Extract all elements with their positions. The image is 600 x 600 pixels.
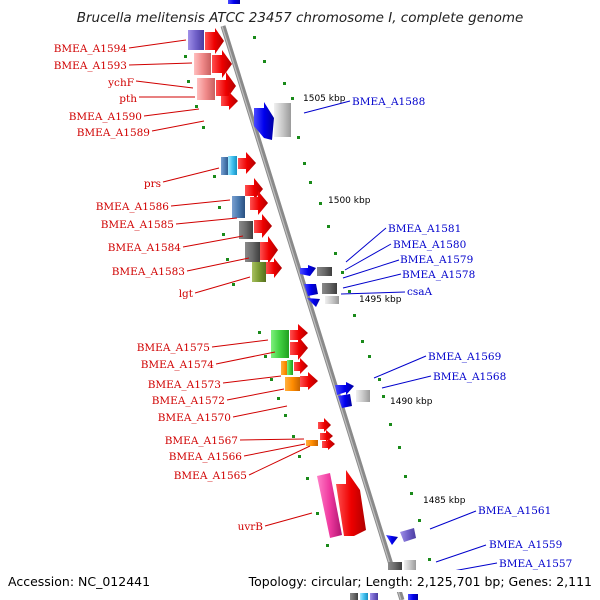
- feature-BMEA_A1583[interactable]: [252, 262, 266, 282]
- feature-pth[interactable]: [197, 78, 215, 100]
- gene-label[interactable]: BMEA_A1588: [352, 96, 425, 108]
- scale-label-1485: 1485 kbp: [423, 496, 466, 506]
- gene-label[interactable]: BMEA_A1581: [388, 223, 461, 235]
- gene-label[interactable]: prs: [144, 178, 161, 190]
- feature-BMEA_A1561[interactable]: [400, 528, 416, 542]
- feature-BMEA_A1593[interactable]: [194, 53, 211, 75]
- forward-strand-genes: [205, 28, 366, 536]
- gene-arrow-BMEA_A1566[interactable]: [320, 430, 333, 442]
- gene-label[interactable]: lgt: [179, 288, 194, 300]
- gene-label[interactable]: pth: [119, 93, 137, 105]
- left-gene-labels: BMEA_A1594 BMEA_A1593 ychF pth BMEA_A159…: [54, 43, 264, 533]
- feature-BMEA_A1574[interactable]: [281, 361, 289, 375]
- gene-arrow-ychF[interactable]: [216, 72, 236, 100]
- gene-arrow-BMEA_A1573[interactable]: [300, 372, 318, 390]
- right-gene-labels: BMEA_A1588 BMEA_A1581 BMEA_A1580 BMEA_A1…: [352, 96, 572, 570]
- reverse-strand-genes: [228, 0, 418, 600]
- gene-label[interactable]: BMEA_A1586: [96, 201, 170, 213]
- feature-BMEA_A1575[interactable]: [271, 330, 289, 358]
- gene-label[interactable]: BMEA_A1565: [174, 470, 247, 482]
- gene-arrow-BMEA_A1588[interactable]: [254, 102, 274, 140]
- gene-arrow-BMEA_A1576[interactable]: [290, 324, 308, 342]
- feature-BMEA_A1580[interactable]: [317, 267, 332, 276]
- gene-label[interactable]: BMEA_A1557: [499, 558, 572, 570]
- gene-label[interactable]: BMEA_A1583: [112, 266, 185, 278]
- gene-arrow-lgt[interactable]: [266, 258, 282, 278]
- feature-track-left: [188, 30, 342, 538]
- feature-prs-b[interactable]: [228, 156, 237, 175]
- gene-label[interactable]: BMEA_A1569: [428, 351, 501, 363]
- gene-arrow-BMEA_A1585[interactable]: [254, 214, 272, 238]
- gene-label[interactable]: uvrB: [238, 521, 264, 533]
- feature-BMEA_A1594[interactable]: [188, 30, 204, 50]
- gene-label[interactable]: BMEA_A1590: [69, 111, 142, 123]
- scale-label-1500: 1500 kbp: [328, 196, 371, 206]
- gene-label[interactable]: BMEA_A1568: [433, 371, 506, 383]
- gene-label[interactable]: BMEA_A1559: [489, 539, 562, 551]
- feature-BMEA_A1584[interactable]: [245, 242, 260, 262]
- feature-BMEA_A1578[interactable]: [322, 283, 337, 294]
- map-title: Brucella melitensis ATCC 23457 chromosom…: [77, 10, 524, 26]
- gene-label[interactable]: BMEA_A1567: [165, 435, 238, 447]
- scale-label-1505: 1505 kbp: [303, 94, 346, 104]
- gene-arrow-BMEA_A1590[interactable]: [221, 92, 238, 110]
- gene-label[interactable]: BMEA_A1572: [152, 395, 225, 407]
- gene-arrow-BMEA_A1593[interactable]: [212, 50, 232, 78]
- genome-backbone: [220, 25, 405, 600]
- accession-text: Accession: NC_012441: [8, 574, 150, 589]
- feature-BMEA_A1557[interactable]: [404, 560, 416, 572]
- feature-csaA[interactable]: [325, 296, 339, 304]
- feature-BMEA_A1568[interactable]: [356, 390, 370, 402]
- gene-arrow-BMEA_A1581[interactable]: [300, 265, 316, 276]
- gene-arrow-BMEA_A1575[interactable]: [290, 336, 308, 360]
- gene-label[interactable]: BMEA_A1580: [393, 239, 466, 251]
- gene-arrow-BMEA_A1568[interactable]: [338, 394, 352, 408]
- gene-arrow-BMEA_A1574[interactable]: [294, 358, 308, 374]
- gene-label[interactable]: BMEA_A1585: [101, 219, 174, 231]
- genome-summary-text: Topology: circular; Length: 2,125,701 bp…: [248, 574, 592, 589]
- scale-label-1495: 1495 kbp: [359, 295, 402, 305]
- gene-arrow-BMEA_A1565[interactable]: [322, 438, 335, 450]
- gene-label[interactable]: BMEA_A1579: [400, 254, 473, 266]
- gene-arrow-csaA[interactable]: [307, 298, 320, 307]
- feature-BMEA_A1585[interactable]: [239, 221, 253, 239]
- feature-uvrB-box[interactable]: [317, 473, 342, 538]
- gene-label[interactable]: BMEA_A1594: [54, 43, 128, 55]
- scale-ticks: [184, 36, 436, 583]
- gene-label[interactable]: BMEA_A1566: [169, 451, 243, 463]
- gene-label[interactable]: BMEA_A1593: [54, 60, 127, 72]
- feature-BMEA_A1559[interactable]: [388, 562, 402, 572]
- gene-arrow-BMEA_A1569[interactable]: [335, 382, 354, 395]
- feature-BMEA_A1566[interactable]: [306, 440, 318, 446]
- gene-arrow-BMEA_A1579[interactable]: [304, 284, 318, 296]
- gene-label[interactable]: BMEA_A1589: [77, 127, 150, 139]
- gene-label[interactable]: ychF: [107, 77, 134, 89]
- gene-label[interactable]: BMEA_A1584: [108, 242, 182, 254]
- left-leader-lines: [128, 39, 313, 527]
- gene-label[interactable]: BMEA_A1573: [148, 379, 221, 391]
- gene-label[interactable]: csaA: [407, 286, 433, 298]
- gene-arrow-BMEA_A1561[interactable]: [386, 535, 398, 545]
- feature-BMEA_A1588-box[interactable]: [274, 103, 291, 137]
- gene-arrow-BMEA_A1584[interactable]: [260, 236, 278, 264]
- gene-arrow-prs[interactable]: [238, 152, 256, 174]
- feature-prs-a[interactable]: [221, 157, 229, 175]
- gene-label[interactable]: BMEA_A1578: [402, 269, 475, 281]
- gene-label[interactable]: BMEA_A1570: [158, 412, 231, 424]
- gene-label[interactable]: BMEA_A1574: [141, 359, 215, 371]
- feature-BMEA_A1573[interactable]: [285, 377, 300, 391]
- gene-arrow-uvrB[interactable]: [336, 470, 366, 536]
- gene-arrow-BMEA_A1586[interactable]: [250, 191, 268, 215]
- gene-label[interactable]: BMEA_A1575: [137, 342, 210, 354]
- scale-label-1490: 1490 kbp: [390, 397, 433, 407]
- gene-arrow-BMEA_A1567[interactable]: [318, 418, 331, 432]
- feature-BMEA_A1586[interactable]: [232, 196, 245, 218]
- gene-label[interactable]: BMEA_A1561: [478, 505, 551, 517]
- gene-arrow-BMEA_A1594[interactable]: [205, 28, 224, 54]
